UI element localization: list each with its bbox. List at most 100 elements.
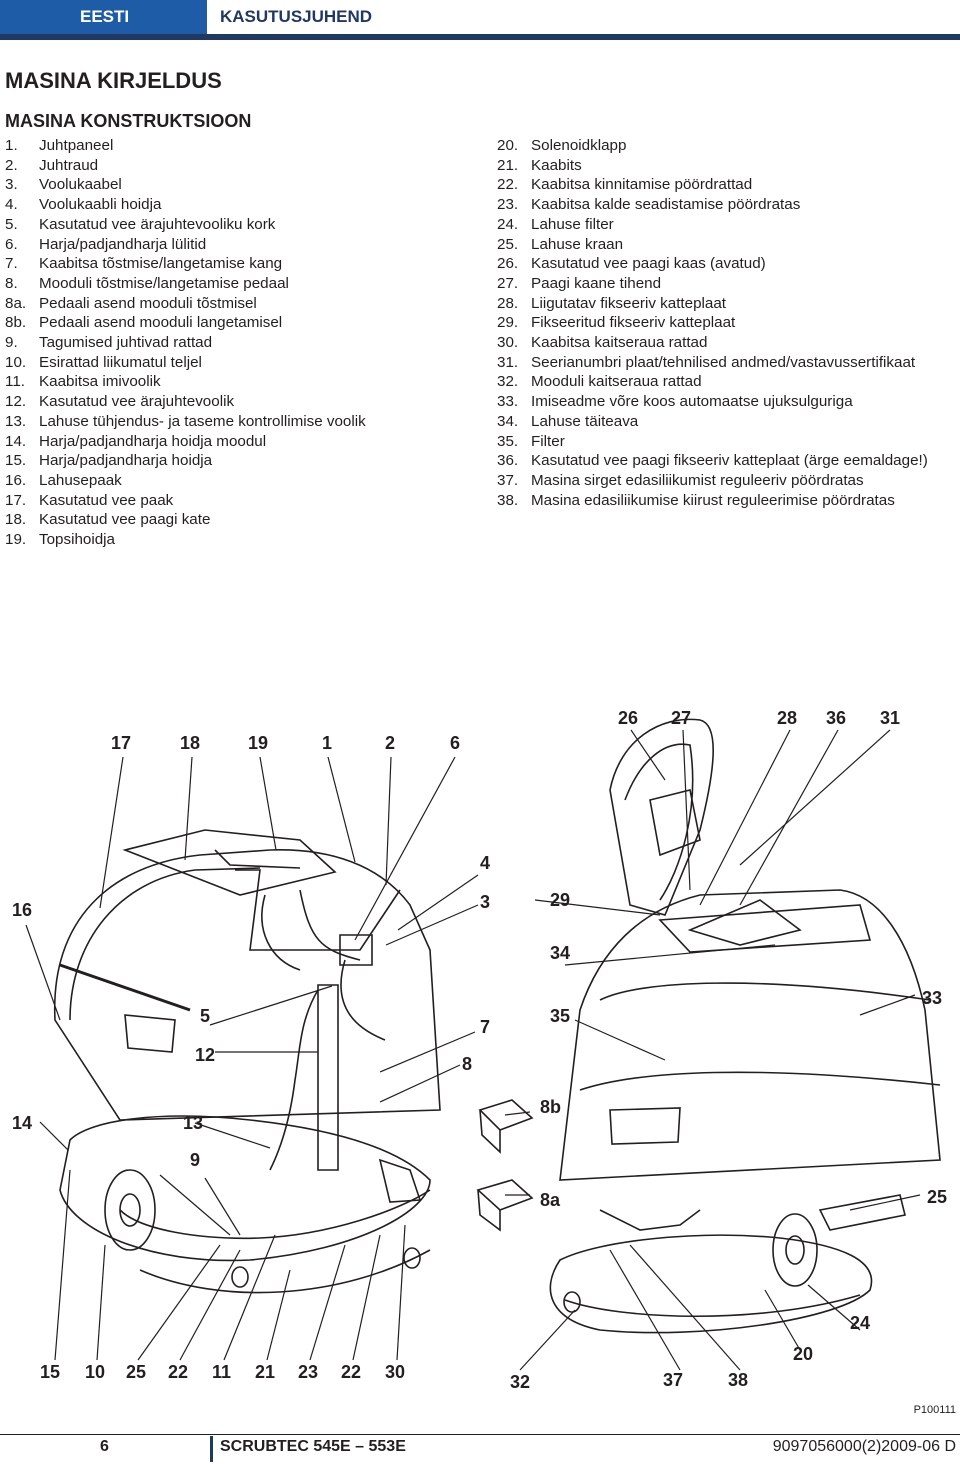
part-item: 28.Liigutatav fikseeriv katteplaat <box>497 294 928 314</box>
part-number: 26. <box>497 255 519 273</box>
callout-23: 23 <box>298 1362 319 1382</box>
part-item: 34.Lahuse täiteava <box>497 412 928 432</box>
part-item: 12.Kasutatud vee ärajuhtevoolik <box>5 392 366 412</box>
part-label: Harja/padjandharja hoidja <box>39 452 213 470</box>
part-label: Kasutatud vee paagi kaas (avatud) <box>531 255 766 273</box>
part-number: 12. <box>5 393 27 411</box>
part-label: Pedaali asend mooduli langetamisel <box>39 314 283 332</box>
part-number: 2. <box>5 156 18 174</box>
part-item: 4.Voolukaabli hoidja <box>5 195 366 215</box>
part-item: 37.Masina sirget edasiliikumist reguleer… <box>497 471 928 491</box>
part-label: Masina sirget edasiliikumist reguleeriv … <box>531 471 864 489</box>
part-label: Tagumised juhtivad rattad <box>39 334 213 352</box>
part-label: Kasutatud vee paagi kate <box>39 511 211 529</box>
part-item: 8.Mooduli tõstmise/langetamise pedaal <box>5 274 366 294</box>
part-item: 2.Juhtraud <box>5 156 366 176</box>
callout-1: 1 <box>322 733 333 753</box>
part-item: 16.Lahusepaak <box>5 471 366 491</box>
part-item: 27.Paagi kaane tihend <box>497 274 928 294</box>
callout-29: 29 <box>550 890 571 910</box>
callout-16: 16 <box>12 900 33 920</box>
part-item: 3.Voolukaabel <box>5 175 366 195</box>
part-label: Harja/padjandharja hoidja moodul <box>39 432 267 450</box>
part-number: 14. <box>5 432 27 450</box>
part-label: Kaabitsa kaitseraua rattad <box>531 334 708 352</box>
part-label: Harja/padjandharja lülitid <box>39 235 207 253</box>
part-label: Lahuse filter <box>531 215 614 233</box>
part-label: Kaabitsa imivoolik <box>39 373 161 391</box>
part-number: 16. <box>5 471 27 489</box>
callout-14: 14 <box>12 1113 33 1133</box>
callout-33: 33 <box>922 988 943 1008</box>
part-label: Liigutatav fikseeriv katteplaat <box>531 294 727 312</box>
callout-5: 5 <box>200 1006 211 1026</box>
part-item: 24. Lahuse filter <box>497 215 928 235</box>
part-label: Mooduli kaitseraua rattad <box>531 373 702 391</box>
part-number: 21. <box>497 156 519 174</box>
figure-reference: P100111 <box>913 1404 956 1416</box>
part-label: Lahuse kraan <box>531 235 624 253</box>
part-label: Kasutatud vee paagi fikseeriv katteplaat… <box>531 452 928 470</box>
part-item: 5.Kasutatud vee ärajuhtevooliku kork <box>5 215 366 235</box>
callout-18: 18 <box>180 733 201 753</box>
callout-17: 17 <box>111 733 132 753</box>
part-item: 9.Tagumised juhtivad rattad <box>5 333 366 353</box>
document-number: 9097056000(2)2009-06 D <box>772 1438 956 1455</box>
part-item: 23.Kaabitsa kalde seadistamise pöördrata… <box>497 195 928 215</box>
callout-15: 15 <box>40 1362 61 1382</box>
callout-32: 32 <box>510 1372 531 1392</box>
part-item: 6. Harja/padjandharja lülitid <box>5 235 366 255</box>
part-item: 17.Kasutatud vee paak <box>5 491 366 511</box>
part-label: Juhtpaneel <box>39 137 114 154</box>
part-item: 18.Kasutatud vee paagi kate <box>5 510 366 530</box>
part-item: 13.Lahuse tühjendus- ja taseme kontrolli… <box>5 412 366 432</box>
part-label: Lahuse tühjendus- ja taseme kontrollimis… <box>39 412 366 430</box>
part-label: Kasutatud vee paak <box>39 491 174 509</box>
part-label: Lahuse täiteava <box>531 412 639 430</box>
callout-10: 10 <box>85 1362 106 1382</box>
part-item: 33. Imiseadme võre koos automaatse ujuksu… <box>497 392 928 412</box>
part-number: 8. <box>5 274 18 292</box>
callout-leaders-right <box>504 729 921 1371</box>
callout-25-left: 25 <box>126 1362 147 1382</box>
page-number: 6 <box>100 1438 109 1455</box>
part-number: 6. <box>5 235 18 253</box>
part-number: 25. <box>497 235 519 253</box>
part-item: 7.Kaabitsa tõstmise/langetamise kang <box>5 254 366 274</box>
part-label: Esirattad liikumatul teljel <box>39 353 202 371</box>
part-number: 27. <box>497 274 519 292</box>
part-label: Voolukaabli hoidja <box>39 196 162 214</box>
part-item: 21.Kaabits <box>497 156 928 176</box>
callout-leaders-left <box>25 756 479 1361</box>
part-item: 19.Topsihoidja <box>5 530 366 550</box>
part-number: 33. <box>497 393 519 411</box>
part-item: 38.Masina edasiliikumise kiirust regulee… <box>497 491 928 511</box>
part-item: 26. Kasutatud vee paagi kaas (avatud) <box>497 254 928 274</box>
part-label: Imiseadme võre koos automaatse ujuksulgu… <box>531 393 853 411</box>
callout-9: 9 <box>190 1150 201 1170</box>
callout-8b: 8b <box>540 1097 562 1117</box>
part-number: 24. <box>497 215 519 233</box>
part-item: 36.Kasutatud vee paagi fikseeriv kattepl… <box>497 451 928 471</box>
callout-34: 34 <box>550 943 571 963</box>
part-number: 1. <box>5 137 18 154</box>
callout-12: 12 <box>195 1045 216 1065</box>
part-item: 11.Kaabitsa imivoolik <box>5 372 366 392</box>
part-label: Kaabitsa kalde seadistamise pöördratas <box>531 196 801 214</box>
callout-30: 30 <box>385 1362 406 1382</box>
callout-11: 11 <box>212 1362 232 1382</box>
part-label: Solenoidklapp <box>531 137 627 154</box>
callout-22-left: 22 <box>168 1362 189 1382</box>
part-label: Fikseeritud fikseeriv katteplaat <box>531 314 736 332</box>
callout-3: 3 <box>480 892 491 912</box>
callout-4: 4 <box>480 853 491 873</box>
footer-separator <box>210 1436 213 1462</box>
part-number: 15. <box>5 452 27 470</box>
part-label: Kaabitsa kinnitamise pöördrattad <box>531 176 753 194</box>
machine-rear-view <box>53 829 441 1294</box>
machine-front-view <box>549 718 941 1334</box>
callout-38: 38 <box>728 1370 749 1390</box>
callout-7: 7 <box>480 1017 491 1037</box>
part-number: 29. <box>497 314 519 332</box>
